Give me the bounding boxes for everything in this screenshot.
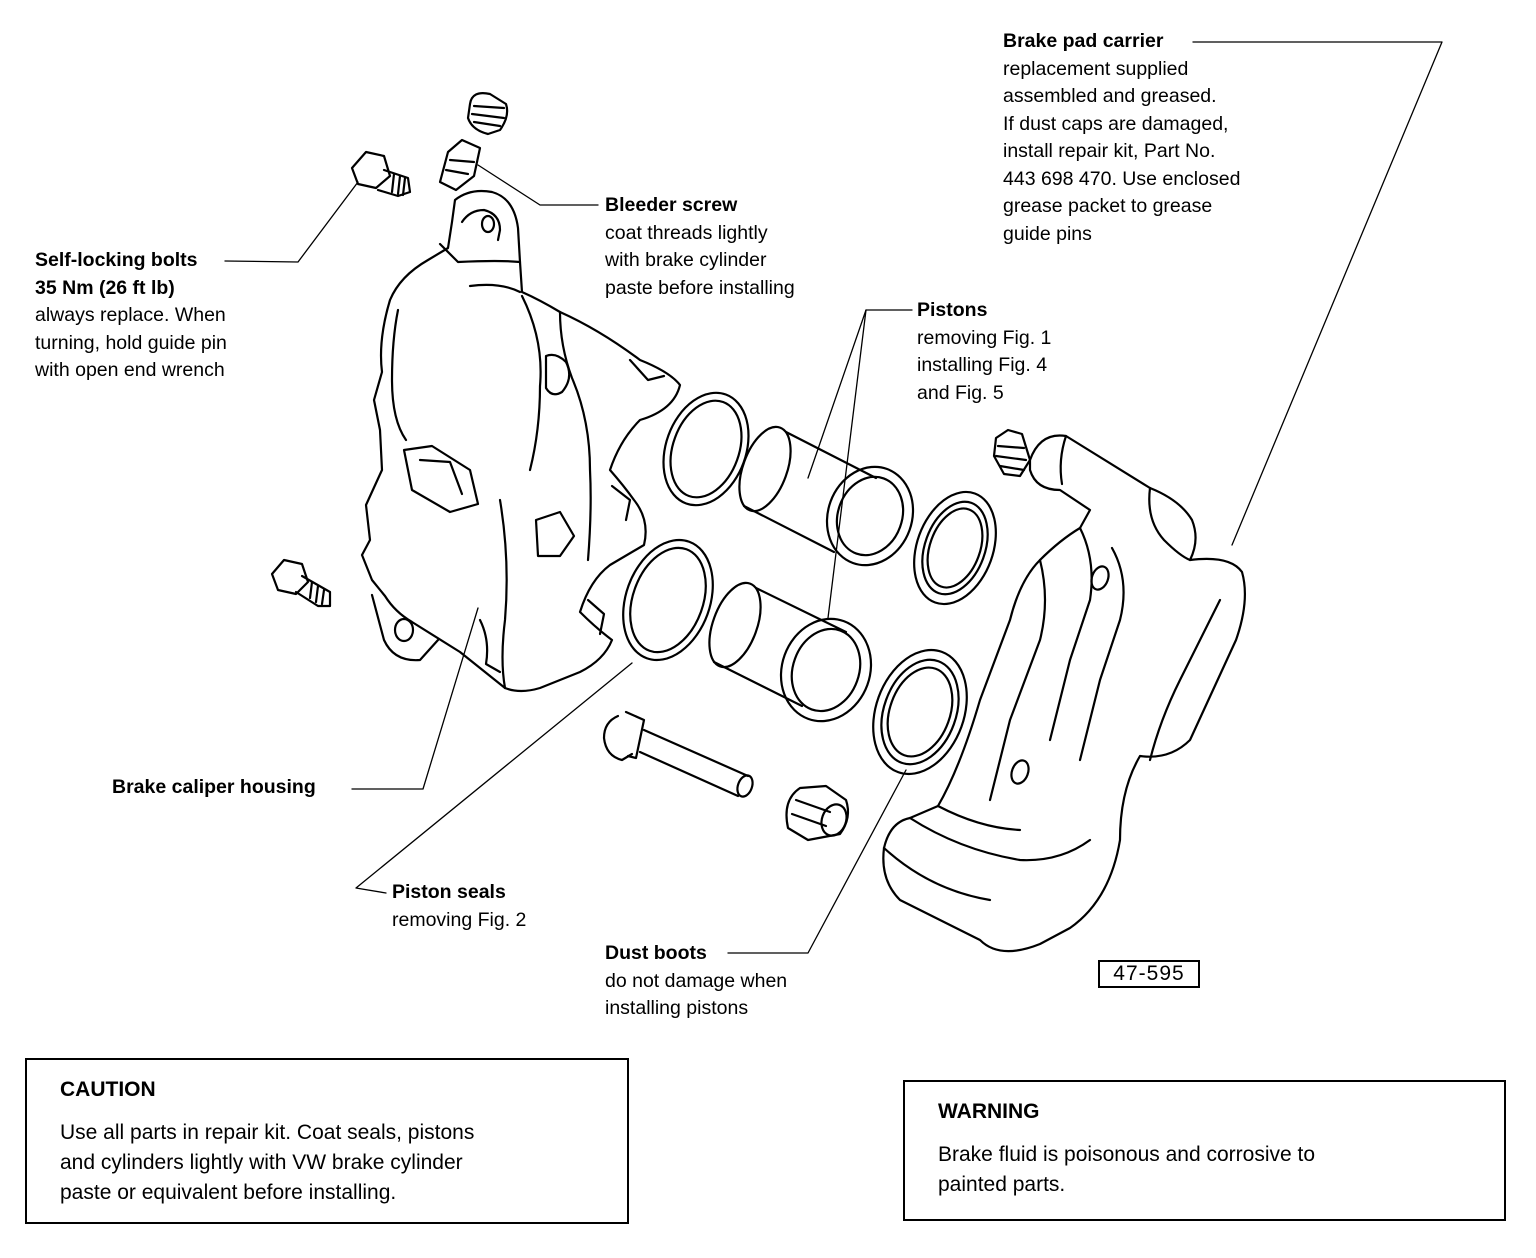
leader-brake-pad-carrier: [1192, 41, 1443, 546]
caution-text: Use all parts in repair kit. Coat seals,…: [60, 1121, 475, 1204]
piston-seal-lower: [622, 538, 714, 662]
label-title: Dust boots: [605, 942, 707, 964]
caliper-housing: [360, 189, 682, 693]
dust-boot-lower: [872, 648, 968, 776]
caution-title: CAUTION: [60, 1078, 156, 1101]
piston-upper: [738, 425, 915, 567]
bleeder-cap: [466, 92, 509, 136]
label-brake-caliper-housing: Brake caliper housing: [112, 774, 316, 802]
label-line: paste before installing: [605, 276, 795, 299]
leader-bleeder-screw: [477, 164, 599, 206]
label-line: installing Fig. 4: [917, 354, 1048, 376]
label-line: installing pistons: [605, 997, 749, 1019]
label-line: 443 698 470. Use enclosed: [1003, 167, 1241, 190]
label-line: install repair kit, Part No.: [1003, 140, 1216, 162]
leader-self-locking-bolts: [224, 181, 359, 263]
warning-text: Brake fluid is poisonous and corrosive t…: [938, 1143, 1316, 1196]
label-line: coat threads lightly: [605, 221, 768, 244]
label-line: guide pins: [1003, 222, 1092, 245]
piston-seal-upper: [662, 391, 750, 507]
label-pistons: Pistons removing Fig. 1 installing Fig. …: [917, 297, 1051, 407]
label-self-locking-bolts: Self-locking bolts 35 Nm (26 ft lb) alwa…: [35, 247, 227, 385]
leader-dust-boots: [727, 769, 907, 954]
label-title: Brake caliper housing: [112, 776, 316, 798]
label-line: do not damage when: [605, 969, 788, 992]
label-torque: 35 Nm (26 ft lb): [35, 276, 175, 299]
label-dust-boots: Dust boots do not damage when installing…: [605, 940, 787, 1023]
label-line: with open end wrench: [35, 359, 225, 381]
label-title: Piston seals: [392, 881, 506, 903]
label-title: Bleeder screw: [605, 194, 738, 216]
label-title: Brake pad carrier: [1003, 30, 1164, 52]
label-line: turning, hold guide pin: [35, 331, 227, 354]
figure-number: 47-595: [1098, 960, 1200, 988]
leader-brake-caliper-housing: [351, 607, 479, 790]
label-title: Pistons: [917, 299, 988, 321]
warning-box: WARNING Brake fluid is poisonous and cor…: [903, 1080, 1506, 1221]
label-line: with brake cylinder: [605, 249, 767, 271]
dust-boot-upper: [913, 490, 997, 606]
label-bleeder-screw: Bleeder screw coat threads lightly with …: [605, 192, 795, 302]
label-brake-pad-carrier: Brake pad carrier replacement supplied a…: [1003, 28, 1240, 248]
warning-title: WARNING: [938, 1100, 1040, 1123]
brake-pad-carrier: [882, 428, 1246, 953]
self-locking-bolt-lower: [270, 558, 332, 608]
label-line: replacement supplied: [1003, 57, 1189, 80]
caution-box: CAUTION Use all parts in repair kit. Coa…: [25, 1058, 629, 1224]
label-line: assembled and greased.: [1003, 85, 1217, 107]
label-line: grease packet to grease: [1003, 195, 1213, 217]
label-line: always replace. When: [35, 304, 226, 326]
label-piston-seals: Piston seals removing Fig. 2: [392, 879, 526, 934]
leader-piston-seals: [355, 662, 633, 894]
label-line: and Fig. 5: [917, 381, 1004, 404]
label-title: Self-locking bolts: [35, 249, 198, 271]
label-line: If dust caps are damaged,: [1003, 112, 1229, 135]
guide-pin-cap: [785, 784, 850, 842]
leader-pistons-a: [807, 309, 913, 479]
label-line: removing Fig. 1: [917, 326, 1052, 349]
self-locking-bolt-upper: [350, 150, 412, 198]
bleeder-screw: [438, 138, 482, 192]
label-line: removing Fig. 2: [392, 908, 527, 931]
guide-pin: [602, 710, 754, 798]
piston-lower: [708, 581, 873, 723]
